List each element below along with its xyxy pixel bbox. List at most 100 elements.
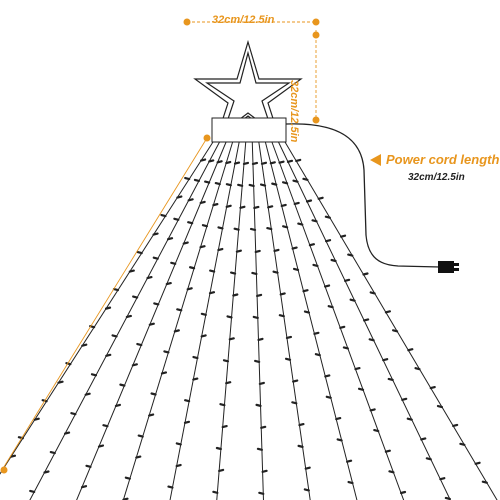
led-bulb	[163, 350, 170, 354]
led-bulb	[81, 343, 88, 347]
led-bulb	[136, 342, 143, 347]
led-bulb	[436, 404, 444, 409]
star-width-label: 32cm/12.5in	[212, 14, 275, 26]
led-bulb	[212, 490, 219, 494]
led-bulb	[239, 205, 246, 209]
led-bulb	[65, 362, 72, 366]
led-bulb	[251, 271, 258, 276]
light-strand	[251, 141, 264, 500]
led-bulb	[201, 224, 209, 228]
led-bulb	[165, 282, 172, 286]
led-bulb	[112, 288, 120, 292]
led-bulb	[303, 488, 310, 492]
led-bulb	[266, 227, 273, 231]
led-bulb	[176, 308, 183, 312]
led-bulb	[150, 392, 157, 396]
led-bulb	[339, 325, 346, 329]
led-bulb	[175, 442, 182, 446]
led-bulb	[176, 195, 183, 199]
led-bulb	[226, 315, 233, 319]
led-bulb	[260, 425, 267, 429]
led-bulb	[323, 284, 331, 288]
led-bulb	[148, 413, 155, 417]
led-bulb	[399, 490, 407, 495]
power-cord-title: Power cord length	[386, 152, 500, 167]
led-bulb	[429, 385, 436, 390]
led-bulb	[298, 422, 305, 427]
led-bulb	[209, 269, 216, 273]
star-base	[211, 117, 287, 143]
led-bulb	[97, 444, 105, 448]
led-bulb	[102, 424, 109, 428]
led-bulb	[384, 310, 392, 314]
led-bulb	[282, 181, 289, 185]
led-bulb	[228, 337, 235, 341]
led-bulb	[303, 310, 311, 314]
light-strand	[264, 141, 358, 500]
light-strand	[76, 141, 227, 500]
led-bulb	[406, 417, 413, 421]
led-bulb	[217, 226, 224, 230]
led-bulb	[342, 346, 349, 350]
led-bulb	[278, 160, 285, 164]
led-bulb	[160, 371, 168, 375]
led-bulb	[257, 337, 264, 342]
led-bulb	[324, 215, 331, 219]
light-strand	[29, 141, 220, 500]
led-bulb	[105, 353, 112, 357]
led-bulb	[9, 454, 17, 458]
led-bulb	[136, 250, 143, 255]
led-bulb	[182, 241, 189, 245]
led-bulb	[279, 292, 286, 296]
light-strand	[0, 141, 214, 475]
led-bulb	[292, 267, 300, 271]
led-bulb	[346, 459, 353, 463]
led-bulb	[311, 219, 318, 223]
led-bulb	[237, 183, 244, 187]
led-bulb	[452, 423, 459, 428]
led-bulb	[425, 457, 432, 461]
led-bulb	[286, 159, 294, 163]
led-bulb	[183, 420, 191, 424]
led-bulb	[199, 200, 206, 205]
led-bulb	[214, 181, 221, 186]
led-bulb	[414, 367, 421, 371]
led-bulb	[347, 253, 354, 257]
led-bulb	[285, 335, 293, 340]
led-bulb	[401, 397, 408, 401]
led-bulb	[254, 359, 261, 363]
led-bulb	[184, 176, 191, 181]
led-bulb	[173, 217, 180, 221]
power-cord	[285, 123, 441, 268]
led-bulb	[217, 247, 224, 252]
led-bulb	[347, 480, 354, 485]
led-bulb	[284, 357, 292, 361]
led-bulb	[474, 461, 481, 465]
led-bulb	[278, 314, 285, 318]
led-bulb	[63, 431, 71, 435]
led-bulb	[170, 261, 177, 265]
led-bulb	[261, 469, 268, 473]
led-bulb	[90, 373, 98, 377]
led-bulb	[305, 199, 313, 203]
led-bulb	[363, 318, 370, 322]
led-bulb	[255, 293, 263, 298]
led-bulb	[85, 464, 92, 468]
led-bulb	[273, 248, 280, 252]
led-bulb	[215, 446, 222, 451]
led-bulb	[388, 470, 395, 474]
led-bulb	[267, 205, 274, 209]
led-bulb	[200, 158, 207, 162]
led-bulb	[304, 466, 311, 470]
led-bulb	[297, 222, 304, 226]
led-bulb	[258, 381, 265, 385]
led-bulb	[369, 408, 376, 412]
led-bulb	[208, 291, 216, 295]
star-topper-icon	[193, 39, 303, 142]
light-strand	[284, 141, 498, 500]
led-bulb	[193, 178, 201, 182]
led-bulb	[373, 428, 380, 433]
led-bulb	[420, 437, 427, 441]
led-bulb	[235, 249, 242, 253]
led-bulb	[84, 392, 91, 396]
